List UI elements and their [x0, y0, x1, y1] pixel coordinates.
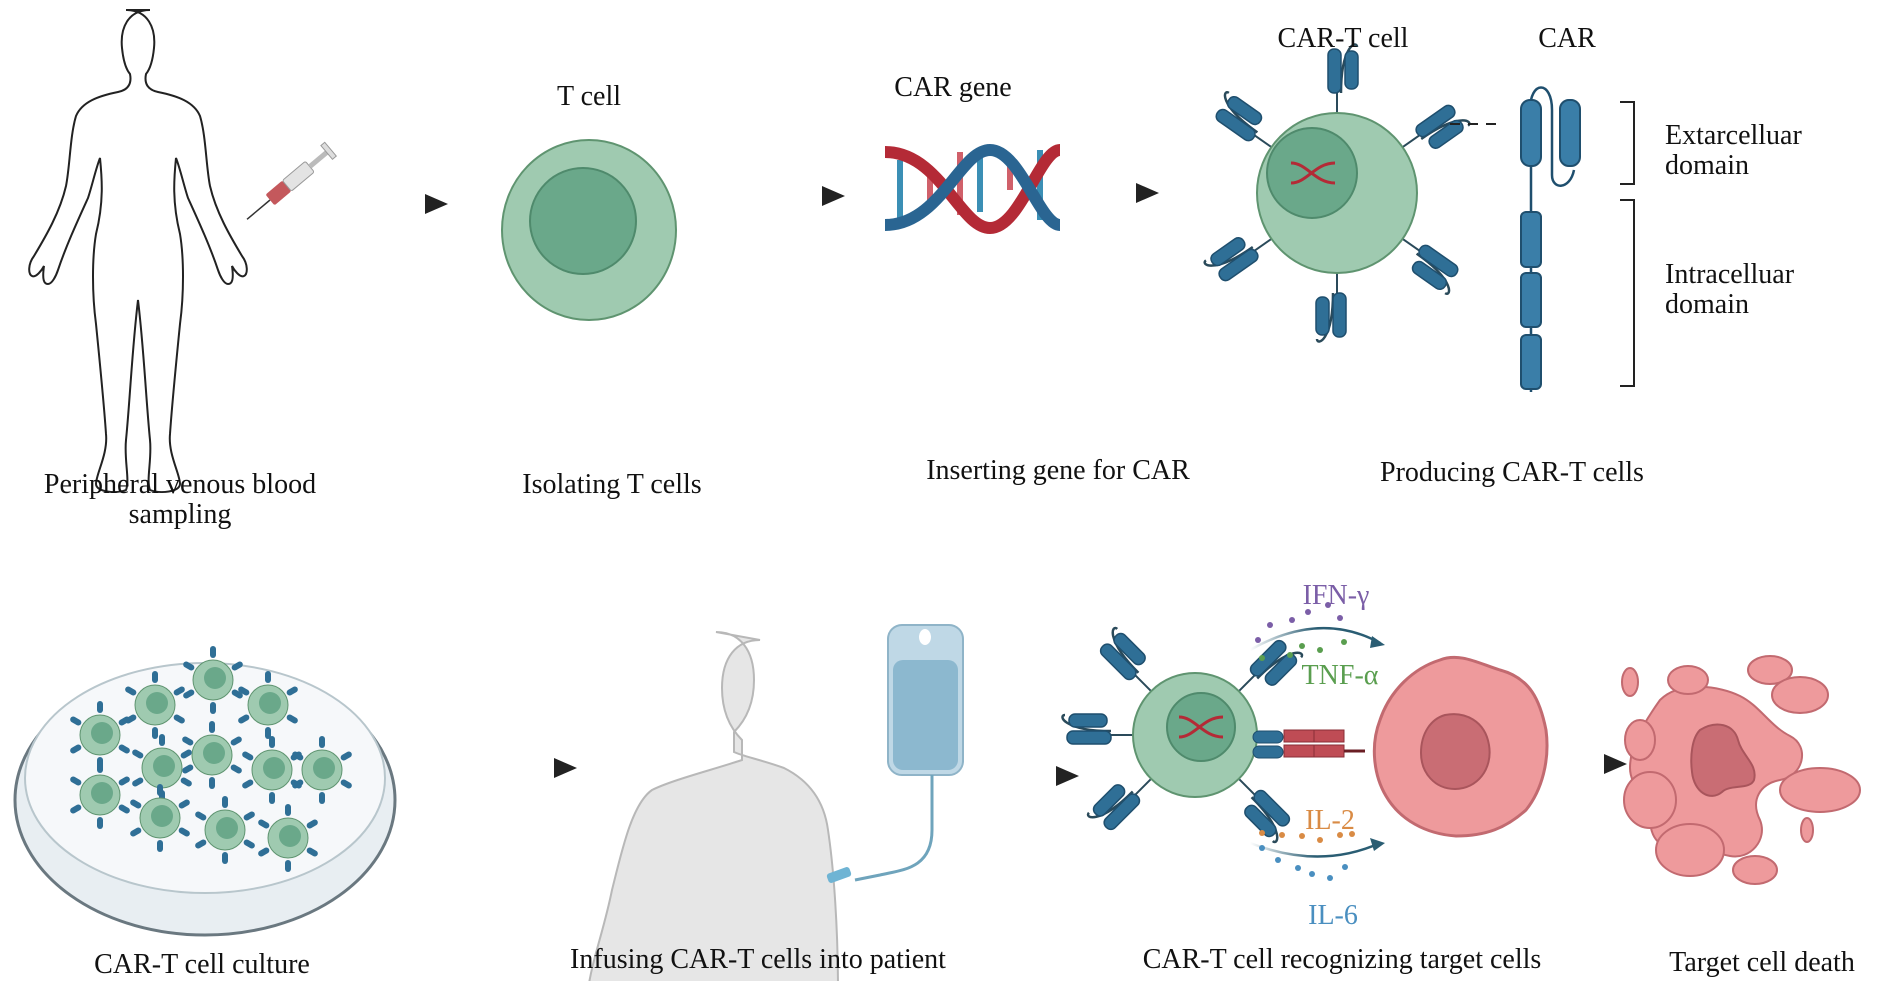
cytokine-particle	[1259, 655, 1265, 661]
culture-car-t-cell	[242, 736, 302, 804]
culture-car-t-cell	[70, 701, 130, 769]
cytokine-particle	[1325, 602, 1331, 608]
caption-line-1: Peripheral venous blood	[43, 469, 317, 500]
step3-caption: Inserting gene for CAR	[926, 455, 1190, 486]
cytokine-particle	[1289, 617, 1295, 623]
dead-cell-fragments-icon	[1621, 655, 1861, 885]
step5-caption: CAR-T cell culture	[94, 949, 310, 980]
culture-car-t-cell	[182, 721, 242, 789]
culture-car-t-cell	[258, 804, 318, 872]
iv-bag-icon	[826, 624, 964, 883]
cytokine-particle	[1299, 833, 1305, 839]
extracellular-line-1: Extarcelluar	[1665, 120, 1802, 151]
human-body-icon	[28, 9, 248, 493]
cytokine-particle	[1327, 875, 1333, 881]
step4-caption: Producing CAR-T cells	[1380, 457, 1644, 488]
car-gene-title: CAR gene	[894, 72, 1012, 103]
antigen-complex	[1283, 729, 1365, 758]
cytokine-il-2: IL-2	[1305, 805, 1355, 836]
intracellular-line-2: domain	[1665, 289, 1749, 320]
cytokine-tnf-alpha: TNF-α	[1301, 660, 1379, 691]
dna-icon	[884, 143, 1062, 235]
cytokine-ifn-gamma: IFN-γ	[1302, 580, 1370, 611]
arrow-2	[730, 186, 845, 206]
step8-caption: Target cell death	[1669, 947, 1855, 978]
car-t-cell-title: CAR-T cell	[1277, 23, 1409, 54]
petri-dish-icon	[13, 646, 397, 937]
cytokine-particle	[1349, 831, 1355, 837]
patient-icon	[588, 631, 839, 981]
t-cell-title: T cell	[556, 81, 622, 112]
cytokine-particle	[1275, 857, 1281, 863]
caption-line-2: sampling	[128, 499, 232, 530]
cytokine-particle	[1309, 871, 1315, 877]
car-t-effector-cell-icon	[1061, 625, 1365, 845]
car-t-cell-icon	[1202, 43, 1472, 343]
cytokine-particle	[1337, 615, 1343, 621]
cytokine-particle	[1337, 832, 1343, 838]
arrow-3	[1068, 183, 1159, 203]
arrow-1	[305, 194, 448, 214]
extracellular-line-2: domain	[1665, 150, 1749, 181]
culture-car-t-cell	[238, 671, 298, 739]
cytokine-particle	[1259, 830, 1265, 836]
intracellular-line-1: Intracelluar	[1665, 259, 1795, 290]
cytokine-particle	[1299, 643, 1305, 649]
t-cell-icon	[501, 139, 677, 321]
culture-car-t-cell	[195, 796, 255, 864]
culture-car-t-cell	[130, 784, 190, 852]
car-structure-icon	[1520, 86, 1581, 392]
cytokine-particle	[1287, 652, 1293, 658]
cytokine-particle	[1341, 639, 1347, 645]
syringe-icon	[246, 141, 338, 220]
culture-car-t-cell	[70, 761, 130, 829]
cytokine-particle	[1317, 837, 1323, 843]
extracellular-domain-label: Extarcelluar domain	[1665, 121, 1802, 181]
culture-car-t-cell	[183, 646, 243, 714]
step1-caption: Peripheral venous blood sampling	[44, 470, 316, 530]
tumor-cell-icon	[1372, 655, 1549, 838]
step7-caption: CAR-T cell recognizing target cells	[1142, 944, 1542, 975]
step2-caption: Isolating T cells	[522, 469, 702, 500]
cytokine-arrow-top	[1249, 626, 1381, 652]
culture-car-t-cell	[125, 671, 185, 739]
cytokine-particle	[1267, 622, 1273, 628]
cytokine-particle	[1305, 609, 1311, 615]
cytokine-particle	[1259, 845, 1265, 851]
cytokine-particle	[1342, 864, 1348, 870]
car-title: CAR	[1538, 23, 1596, 54]
cytokine-particles	[1255, 602, 1355, 881]
cytokine-particle	[1279, 832, 1285, 838]
cytokine-arrow-bottom	[1249, 841, 1381, 858]
cytokine-particle	[1255, 637, 1261, 643]
arrow-5	[1000, 766, 1079, 786]
intracellular-domain-label: Intracelluar domain	[1665, 260, 1794, 320]
step6-caption: Infusing CAR-T cells into patient	[570, 944, 946, 975]
extracellular-bracket	[1620, 101, 1635, 185]
cytokine-particle	[1317, 647, 1323, 653]
cytokine-particle	[1295, 865, 1301, 871]
intracellular-bracket	[1620, 199, 1635, 387]
culture-car-t-cell	[292, 736, 352, 804]
arrow-4	[450, 758, 577, 778]
cytokine-il-6: IL-6	[1308, 900, 1358, 931]
arrow-6	[1540, 754, 1627, 774]
